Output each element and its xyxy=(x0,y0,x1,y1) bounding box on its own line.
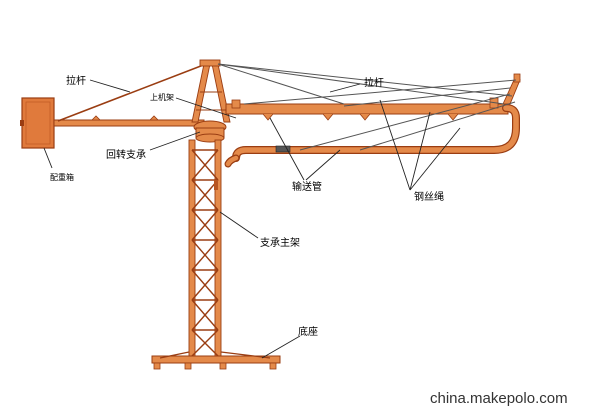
label-main-support-frame: 支承主架 xyxy=(260,237,300,249)
counterweight-box xyxy=(20,97,55,149)
main-support-frame xyxy=(188,139,222,359)
label-base: 底座 xyxy=(298,325,318,338)
base xyxy=(151,351,281,370)
watermark: china.makepolo.com xyxy=(430,390,568,407)
label-tie-rod-right: 拉杆 xyxy=(364,76,384,89)
delivery-pipe xyxy=(224,104,520,168)
label-steel-wire-rope: 钢丝绳 xyxy=(414,190,444,203)
label-counterweight-box: 配重箱 xyxy=(50,172,74,182)
boom-tip-mast xyxy=(502,73,521,105)
counter-jib xyxy=(53,115,205,127)
upper-frame xyxy=(191,59,231,123)
leader-lines xyxy=(43,79,461,359)
tie-rod-left-line xyxy=(57,63,207,122)
label-tie-rod-left: 拉杆 xyxy=(66,74,86,87)
slewing-support xyxy=(193,120,227,143)
label-slewing-support: 回转支承 xyxy=(106,148,146,161)
label-upper-frame: 上机架 xyxy=(150,92,174,102)
label-delivery-pipe: 输送管 xyxy=(292,180,322,193)
steel-wire-ropes xyxy=(217,63,517,151)
main-boom xyxy=(225,97,509,121)
